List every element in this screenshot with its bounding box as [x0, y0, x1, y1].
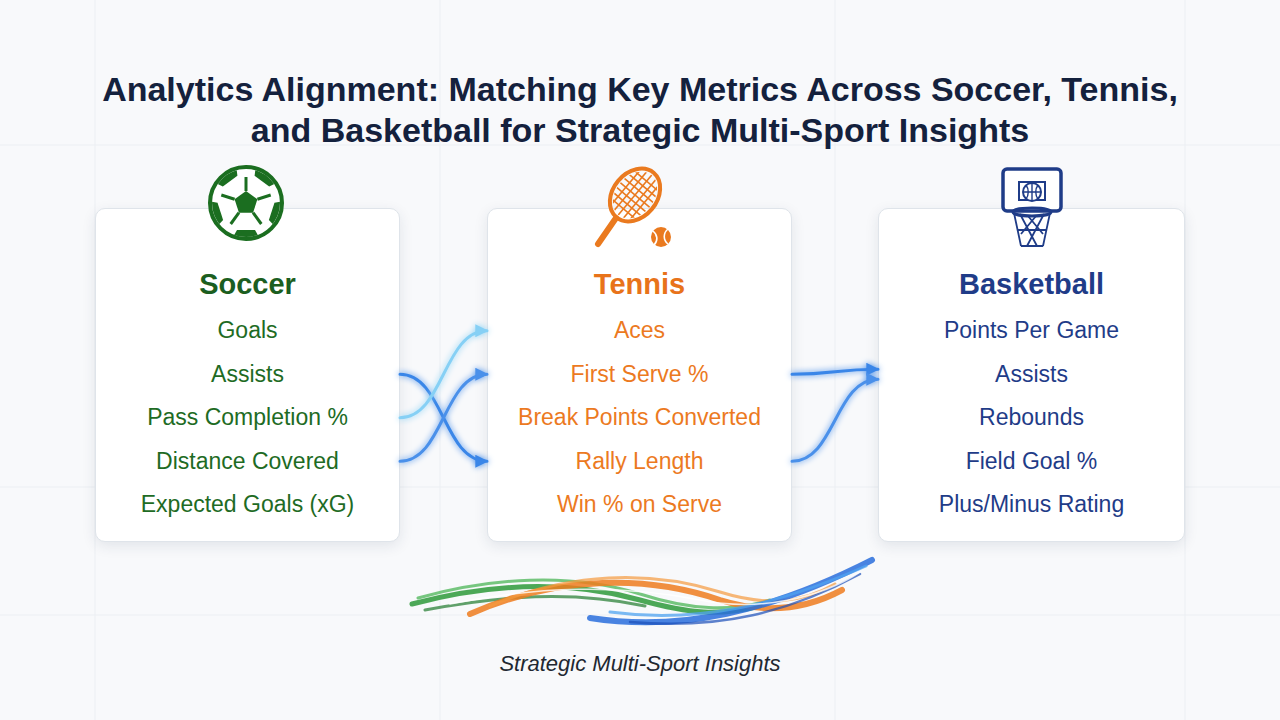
ball-seam — [257, 195, 270, 199]
metric-label: Distance Covered — [156, 440, 339, 484]
hoop-rim — [1013, 208, 1051, 216]
racket-string — [607, 195, 641, 223]
racket-string — [625, 180, 664, 226]
racket-frame — [600, 159, 671, 232]
racket-string — [607, 164, 646, 210]
ball-outline — [210, 167, 282, 239]
ball-seam — [231, 213, 239, 224]
ball-seam — [221, 195, 234, 199]
racket-handle — [598, 218, 616, 244]
tennis-ball — [651, 227, 671, 247]
metric-label: Field Goal % — [966, 440, 1098, 484]
ball-patch — [211, 162, 241, 189]
metric-card: BasketballPoints Per GameAssistsRebounds… — [878, 208, 1185, 542]
metric-arrow — [792, 369, 878, 374]
metric-card: SoccerGoalsAssistsPass Completion %Dista… — [95, 208, 400, 542]
diagram-caption: Strategic Multi-Sport Insights — [0, 650, 1280, 678]
ball-seam — [245, 177, 248, 191]
metric-label: Goals — [217, 309, 277, 353]
metric-label: Rally Length — [576, 440, 704, 484]
tennis-racket-icon — [598, 158, 671, 247]
racket-string — [611, 168, 650, 214]
wave-strand — [590, 560, 872, 622]
ball-patch — [267, 198, 288, 229]
wave-strand — [425, 596, 645, 610]
wave-strand — [630, 574, 860, 624]
metric-label: Assists — [995, 353, 1068, 397]
metric-label: Points Per Game — [944, 309, 1119, 353]
soccer-ball-icon — [204, 162, 289, 243]
racket-string — [622, 176, 656, 204]
grid-line — [0, 615, 1280, 616]
racket-string — [616, 172, 655, 218]
metric-label: First Serve % — [570, 353, 708, 397]
ball-patch — [235, 191, 258, 213]
metric-label: Assists — [211, 353, 284, 397]
backboard — [1003, 169, 1061, 211]
wave-illustration — [412, 560, 872, 624]
racket-string — [614, 185, 648, 213]
ball-seams — [221, 177, 270, 224]
wave-strand — [490, 578, 835, 606]
tennis-ball-seam — [653, 229, 668, 245]
hoop-net — [1014, 213, 1050, 246]
card-heading: Soccer — [199, 267, 296, 301]
metric-label: Pass Completion % — [147, 396, 348, 440]
racket-string — [618, 181, 652, 209]
metric-label: Plus/Minus Rating — [939, 483, 1124, 527]
ball-rim-patches — [204, 162, 289, 243]
basketball — [1023, 183, 1041, 201]
backboard-square — [1019, 182, 1045, 200]
wave-strand — [418, 580, 770, 608]
ball-patch — [204, 198, 225, 229]
metric-arrow — [400, 374, 487, 461]
metric-label: Break Points Converted — [518, 396, 761, 440]
racket-head — [599, 158, 671, 232]
card-heading: Tennis — [594, 267, 685, 301]
metric-arrow — [400, 331, 487, 418]
connector-layer — [400, 331, 878, 462]
metric-label: Aces — [614, 309, 665, 353]
racket-string — [620, 176, 659, 222]
ball-patch — [232, 230, 260, 243]
basketball-lines — [1023, 183, 1041, 201]
card-heading: Basketball — [959, 267, 1104, 301]
metric-card: TennisAcesFirst Serve %Break Points Conv… — [487, 208, 792, 542]
wave-highlight — [450, 572, 860, 604]
metric-label: Win % on Serve — [557, 483, 722, 527]
metric-arrow — [400, 374, 487, 461]
wave-strand — [610, 566, 866, 615]
diagram-title: Analytics Alignment: Matching Key Metric… — [80, 69, 1200, 151]
wave-strand — [412, 587, 760, 613]
racket-strings — [599, 158, 671, 232]
ball-seam — [253, 213, 261, 224]
metric-label: Rebounds — [979, 396, 1084, 440]
metric-label: Expected Goals (xG) — [141, 483, 354, 527]
wave-strand — [470, 583, 842, 614]
metric-arrow — [792, 379, 878, 461]
racket-string — [610, 190, 644, 218]
racket-string — [626, 172, 660, 200]
ball-patch — [251, 162, 281, 189]
racket-string — [630, 167, 664, 195]
basketball-hoop-icon — [1003, 169, 1061, 246]
